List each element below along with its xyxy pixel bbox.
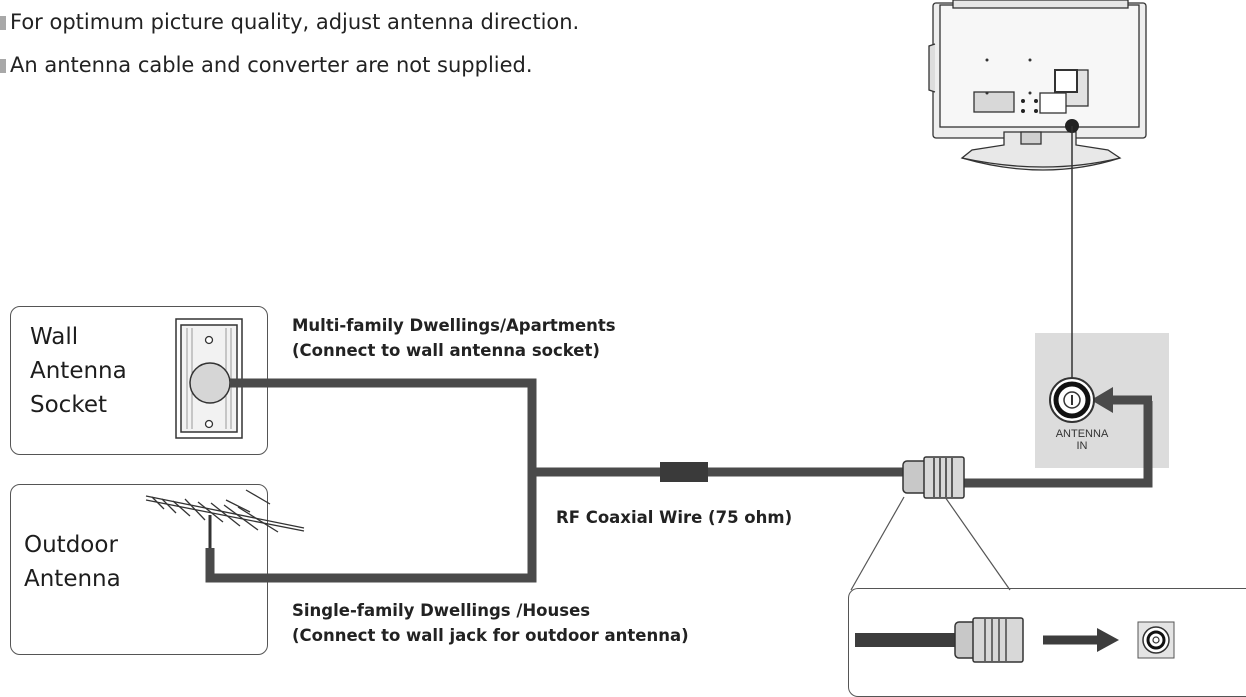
- multi-family-caption: Multi-family Dwellings/Apartments: [292, 316, 616, 335]
- rf-coaxial-caption: RF Coaxial Wire (75 ohm): [556, 508, 793, 527]
- multi-family-subcaption: (Connect to wall antenna socket): [292, 341, 600, 360]
- detail-connection: [855, 617, 1175, 663]
- coax-cable: [205, 378, 1153, 583]
- outdoor-antenna-label: Outdoor Antenna: [24, 532, 121, 592]
- ferrite-core: [660, 462, 708, 482]
- antenna-in-line2: IN: [1076, 440, 1088, 452]
- note-text: An antenna cable and converter are not s…: [10, 53, 533, 77]
- coax-plug-icon: [902, 456, 965, 499]
- bullet-icon: [0, 16, 6, 30]
- outdoor-antenna-icon: [145, 489, 305, 550]
- note-cable-not-supplied: An antenna cable and converter are not s…: [0, 52, 533, 78]
- single-family-caption: Single-family Dwellings /Houses: [292, 601, 591, 620]
- note-text: For optimum picture quality, adjust ante…: [10, 10, 580, 34]
- antenna-in-line1: ANTENNA: [1055, 428, 1109, 440]
- arrow-icon: [1091, 387, 1113, 413]
- wall-socket-icon: [175, 318, 243, 439]
- tv-rear-icon: [928, 0, 1147, 171]
- note-antenna-direction: For optimum picture quality, adjust ante…: [0, 9, 579, 35]
- wall-antenna-socket-label: Wall Antenna Socket: [30, 324, 127, 418]
- antenna-jack-icon: [1049, 377, 1095, 423]
- antenna-in-label: ANTENNA IN: [1047, 428, 1117, 452]
- single-family-subcaption: (Connect to wall jack for outdoor antenn…: [292, 626, 689, 645]
- bullet-icon: [0, 59, 6, 73]
